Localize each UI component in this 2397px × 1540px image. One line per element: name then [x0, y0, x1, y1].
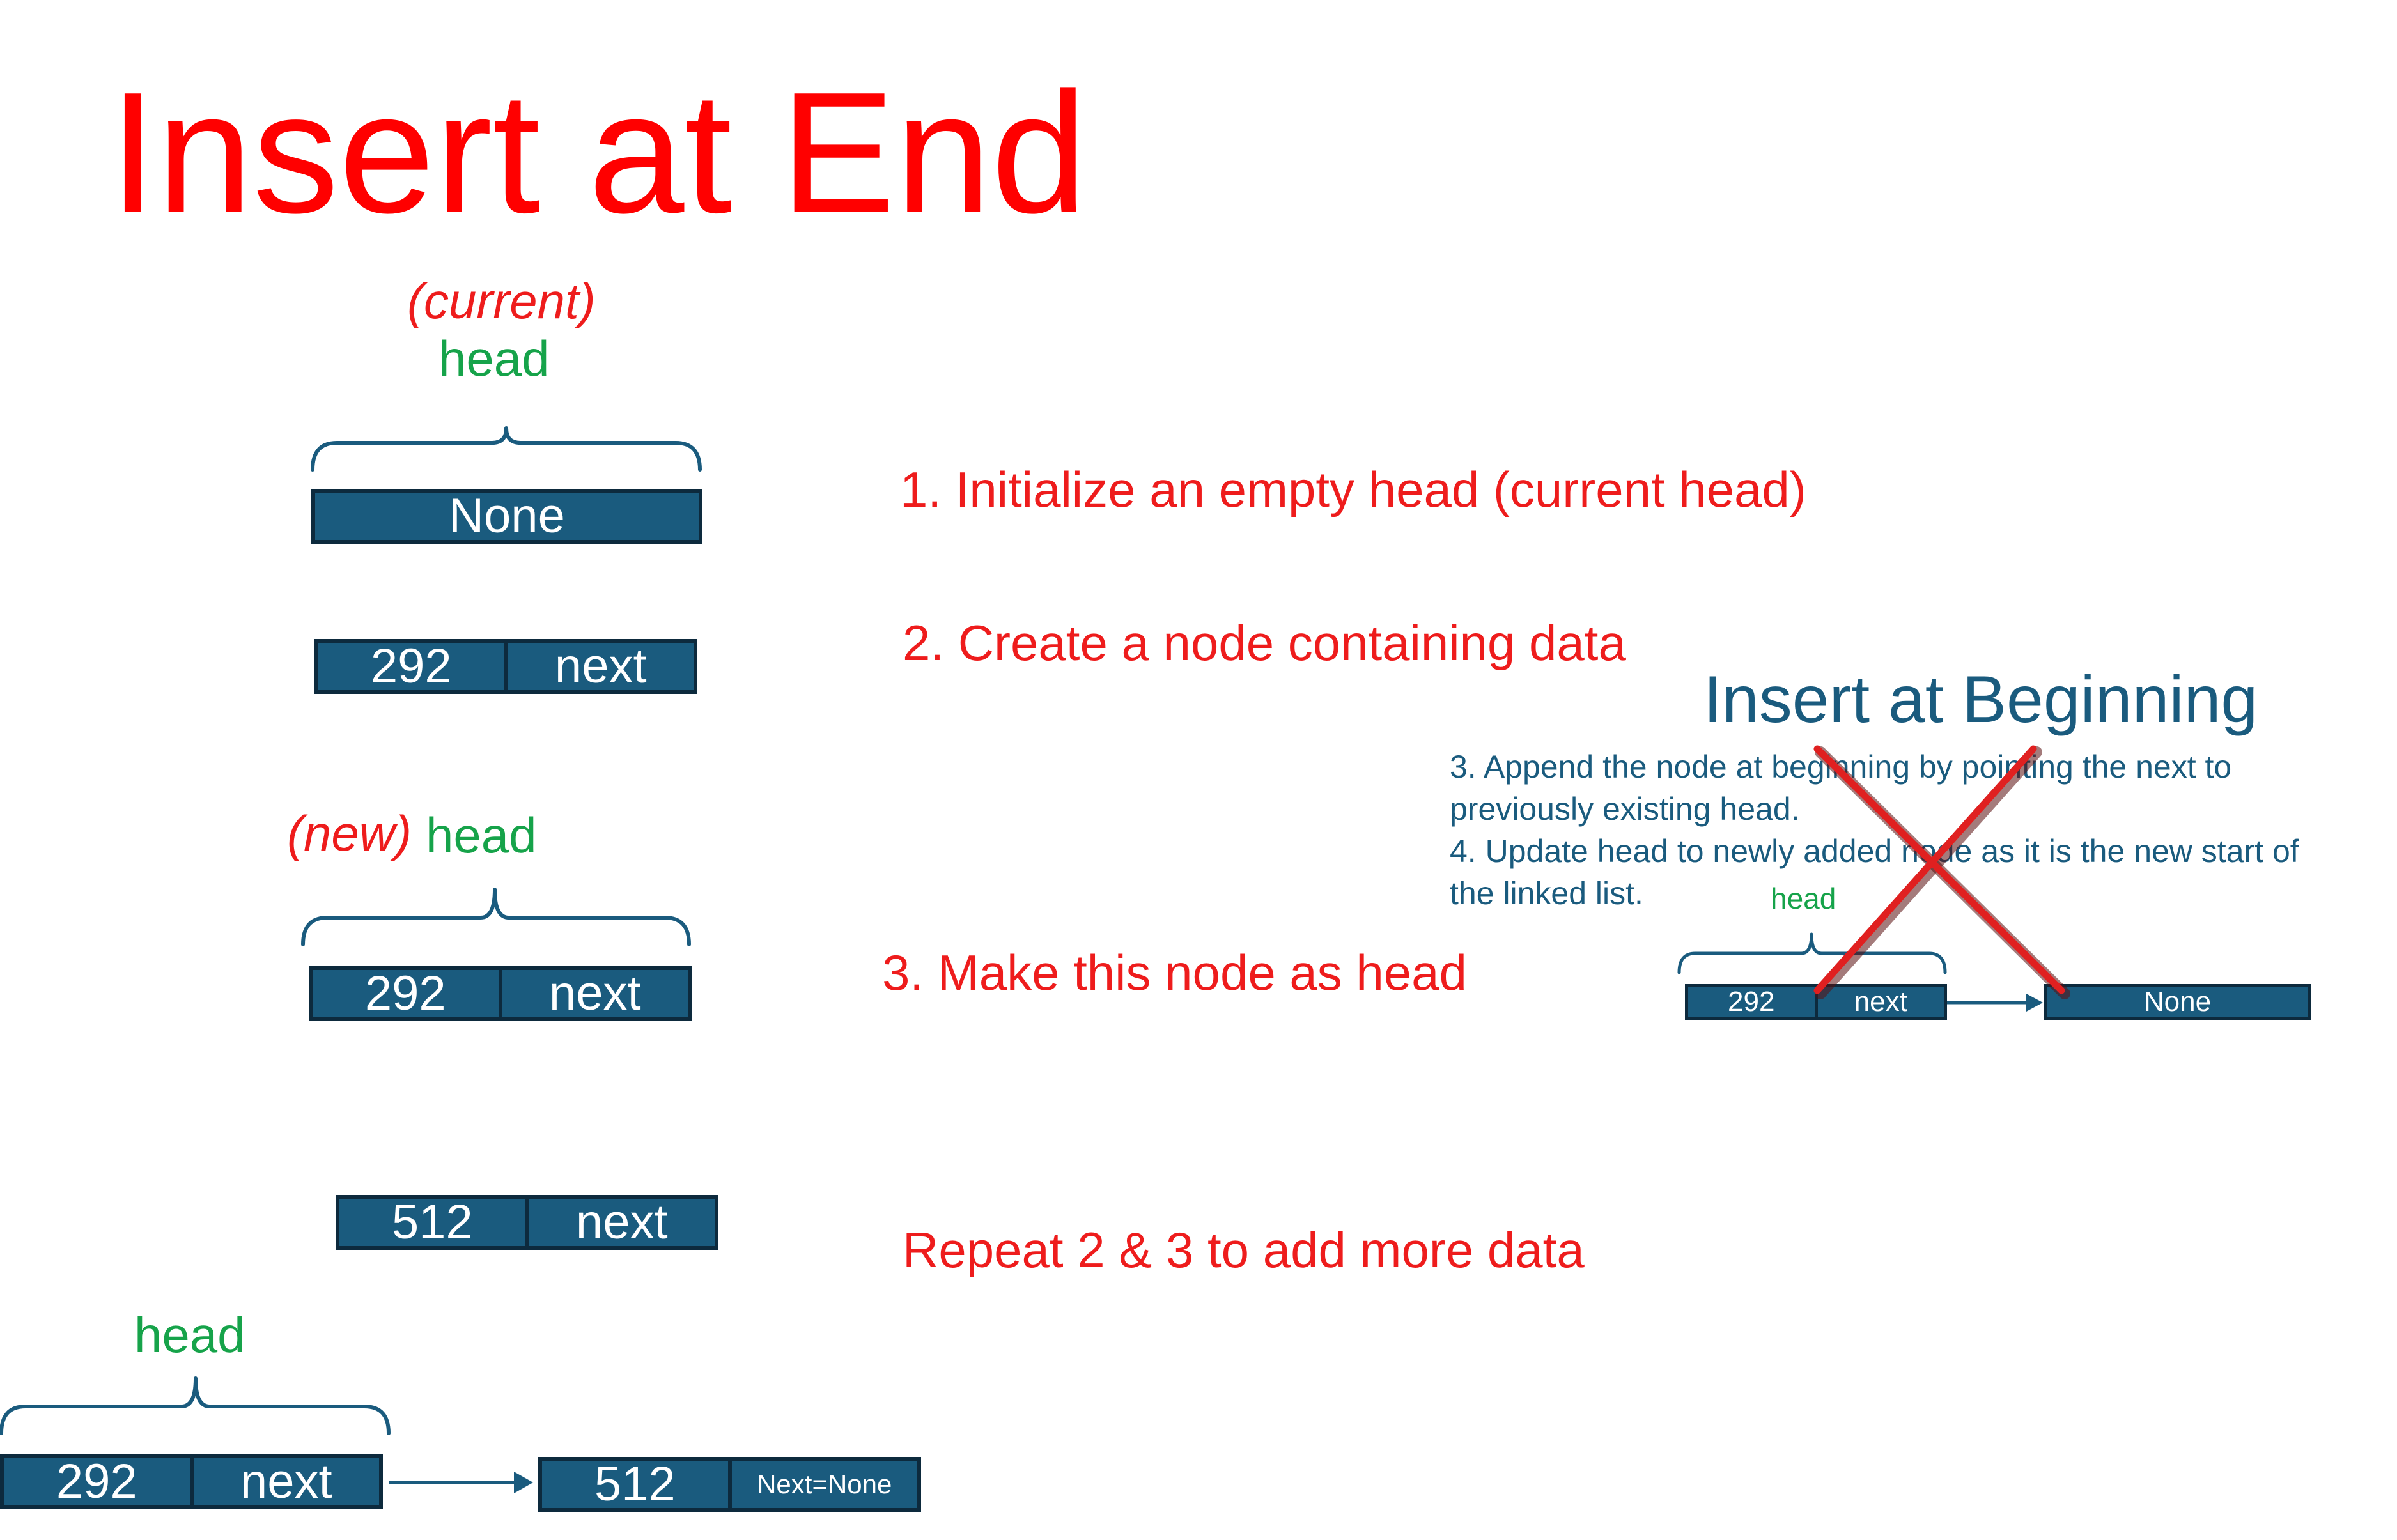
node-next-none-cell: Next=None [727, 1461, 918, 1508]
new-node-512: 512 next [336, 1195, 718, 1250]
step-2-text: 2. Create a node containing data [903, 615, 1626, 671]
head-node-292: 292 next [309, 966, 692, 1021]
inset-line-4: the linked list. [1450, 875, 1643, 911]
brace-icon [301, 888, 691, 946]
page-title: Insert at End [109, 57, 1087, 249]
inset-arrow-icon [1947, 994, 2043, 1012]
head-label-2: head [426, 807, 537, 863]
new-node-292: 292 next [314, 639, 697, 694]
inset-none-value: None [2143, 986, 2212, 1017]
cross-out-icon [1813, 745, 2070, 999]
inset-line-2: previously existing head. [1450, 791, 1800, 827]
inset-head-label: head [1771, 882, 1836, 915]
step-1-text: 1. Initialize an empty head (current hea… [900, 461, 1806, 518]
list-node-292: 292 next [0, 1454, 383, 1509]
current-label: (current) [407, 273, 596, 329]
inset-line-3: 4. Update head to newly added node as it… [1450, 833, 2299, 869]
brace-icon [0, 1376, 391, 1435]
node-data-cell: 292 [364, 966, 446, 1020]
repeat-text: Repeat 2 & 3 to add more data [903, 1222, 1585, 1278]
node-data-cell: 512 [391, 1195, 473, 1249]
node-data-cell: 292 [56, 1454, 137, 1509]
new-label: (new) [287, 805, 412, 861]
head-label-1: head [438, 330, 550, 387]
inset-node-data-cell: 292 [1728, 986, 1775, 1017]
node-data-cell: 512 [594, 1457, 676, 1511]
list-node-512: 512 Next=None [538, 1457, 921, 1512]
step-3-text: 3. Make this node as head [882, 944, 1467, 1001]
inset-node-next-cell: next [1814, 987, 1944, 1017]
none-head-box: None [311, 489, 702, 544]
inset-node-292: 292 next [1685, 984, 1947, 1020]
node-next-cell: next [525, 1198, 715, 1247]
head-label-3: head [134, 1307, 245, 1363]
node-next-cell: next [189, 1458, 380, 1506]
brace-icon [311, 426, 702, 472]
arrow-icon [389, 1472, 533, 1493]
inset-none-box: None [2044, 984, 2311, 1020]
inset-title: Insert at Beginning [1703, 663, 2258, 737]
node-next-cell: next [498, 969, 688, 1018]
node-data-cell: 292 [370, 639, 452, 693]
node-next-cell: next [504, 642, 694, 691]
brace-icon [1677, 932, 1947, 974]
none-value: None [449, 489, 565, 543]
